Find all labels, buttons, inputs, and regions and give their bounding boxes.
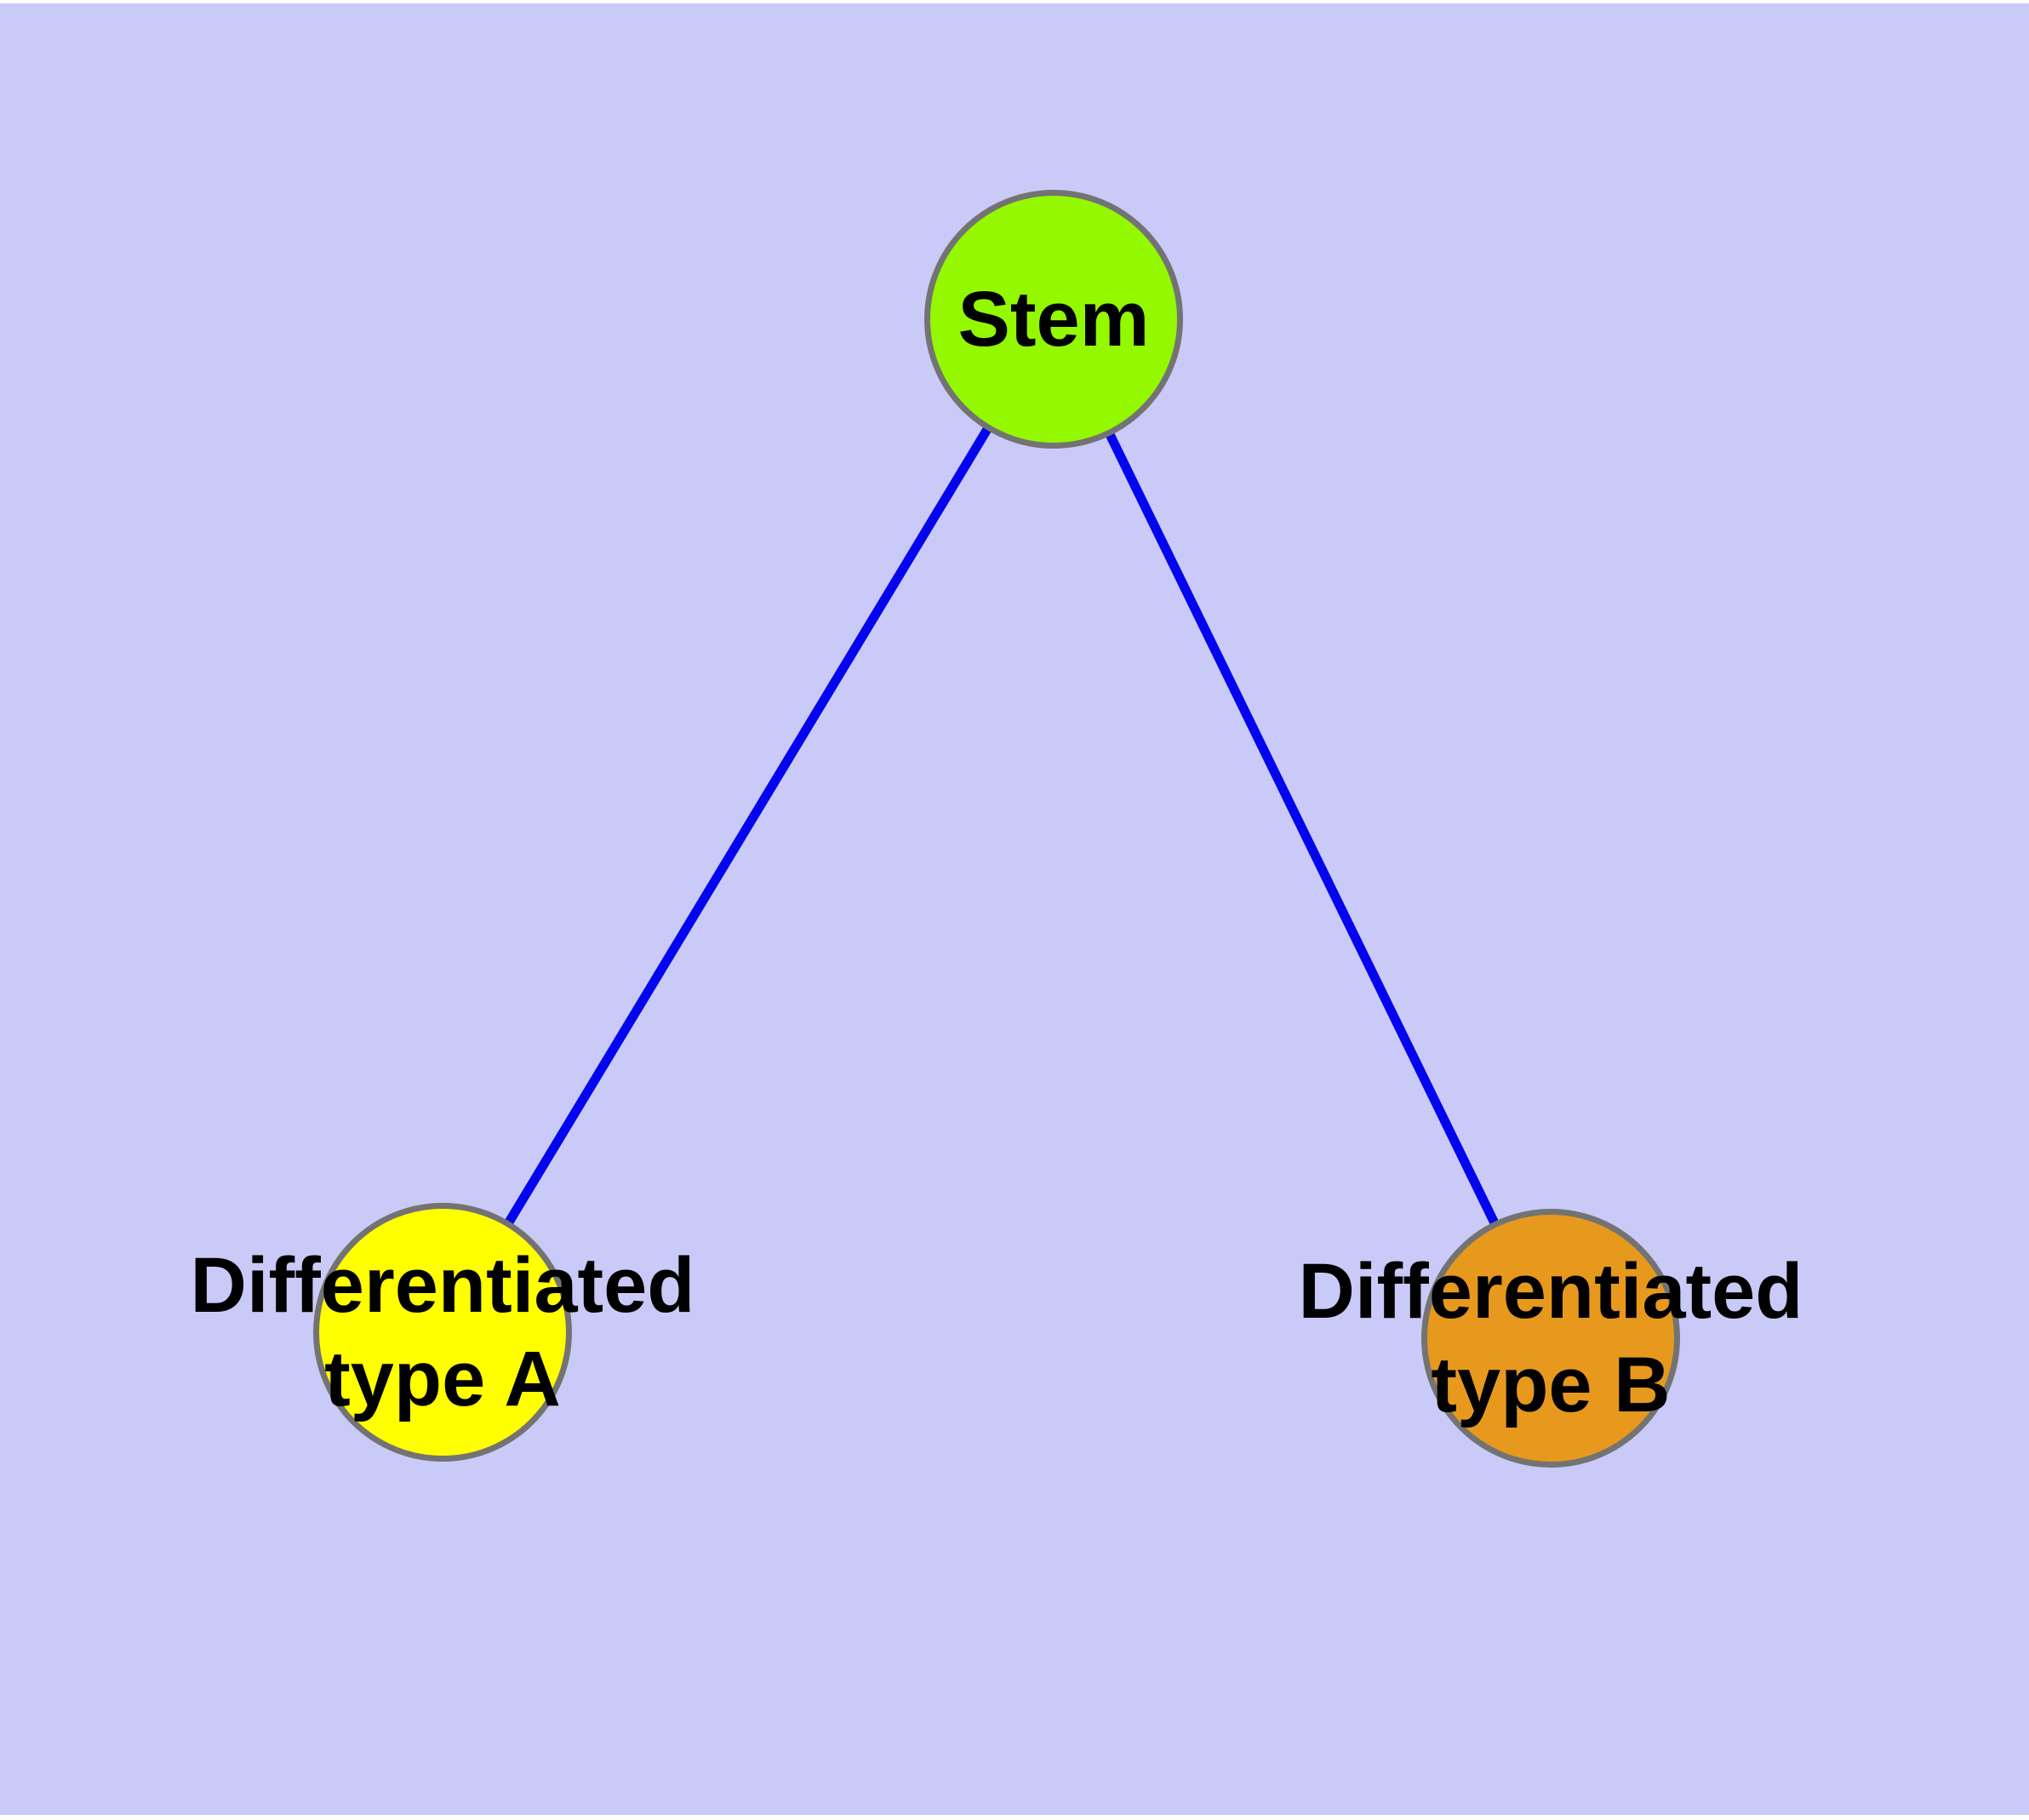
type-b-circle (1421, 1209, 1680, 1468)
type-a-label: Differentiated type A (191, 1239, 695, 1426)
type-b-label-line-2: type B (1431, 1342, 1671, 1428)
edge-stem-to-type-a (438, 317, 1058, 1335)
type-b-label-line-1: Differentiated (1298, 1248, 1803, 1335)
edge-stem-to-type-b (1049, 317, 1555, 1341)
stem-label-line: Stem (957, 276, 1150, 363)
stem-label: Stem (958, 272, 1150, 366)
type-b-label: Differentiated type B (1299, 1245, 1803, 1432)
type-a-label-line-1: Differentiated (190, 1242, 695, 1329)
stem-circle (924, 190, 1183, 449)
type-a-label-line-2: type A (324, 1336, 561, 1422)
type-a-circle (313, 1203, 572, 1462)
